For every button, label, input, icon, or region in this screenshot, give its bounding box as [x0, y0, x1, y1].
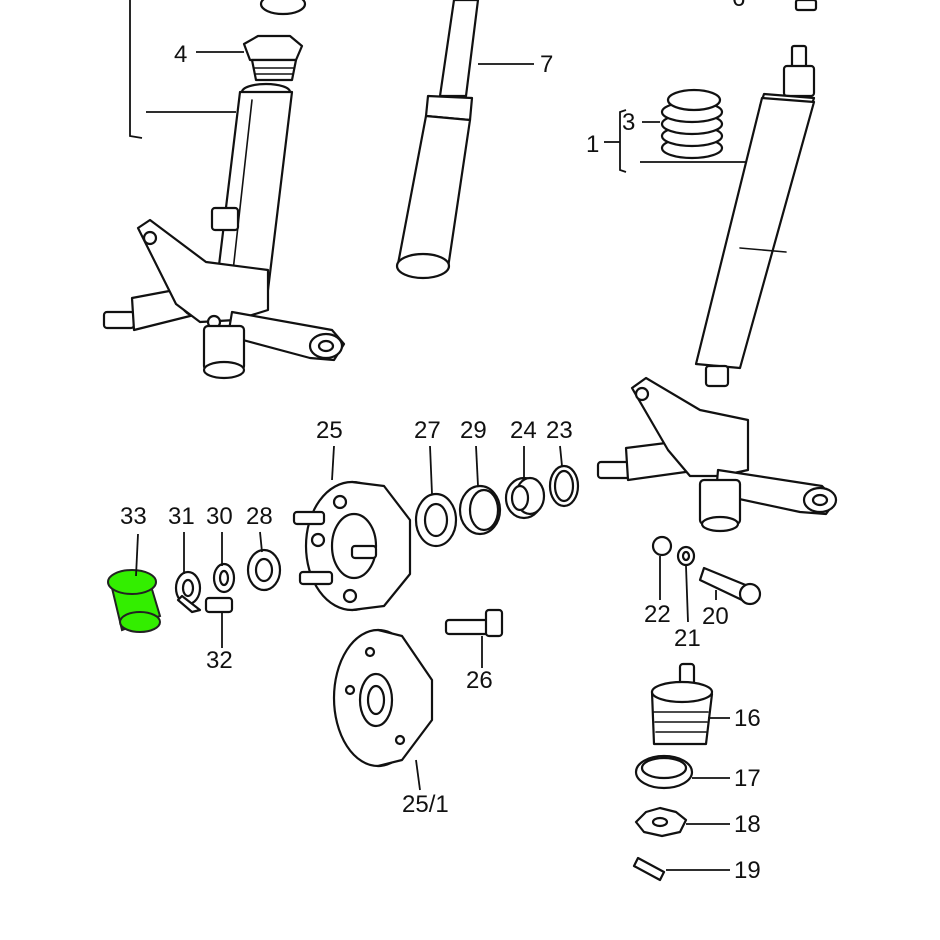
part-25-1-brake-disc[interactable] — [332, 628, 434, 768]
part-4-top-nut[interactable] — [242, 34, 304, 82]
callout-4: 4 — [174, 41, 187, 68]
right-strut-assembly — [596, 0, 838, 533]
part-25-hub[interactable] — [292, 480, 412, 612]
callout-25: 25 — [316, 417, 343, 444]
part-33-grease-cap[interactable] — [107, 569, 162, 633]
left-strut-assembly — [102, 0, 346, 380]
part-16-ball-joint[interactable] — [650, 662, 714, 746]
part-29-ring[interactable] — [458, 484, 502, 536]
leader-lines — [135, 445, 730, 871]
callout-3: 3 — [622, 109, 635, 136]
part-32-screw[interactable] — [204, 596, 234, 614]
part-26-bolt[interactable] — [444, 608, 504, 638]
callout-29: 29 — [460, 417, 487, 444]
part-28-bearing[interactable] — [246, 548, 282, 592]
part-23-ring[interactable] — [548, 464, 580, 508]
part-21-washer[interactable] — [676, 545, 696, 567]
callout-27: 27 — [414, 417, 441, 444]
part-18-lock-washer[interactable] — [634, 806, 688, 838]
callout-28: 28 — [246, 503, 273, 530]
callout-32: 32 — [206, 647, 233, 674]
callout-17: 17 — [734, 765, 761, 792]
callout-33: 33 — [120, 503, 147, 530]
part-7-damper[interactable] — [395, 0, 534, 280]
callout-labels: 1 3 4 6 7 16 17 18 19 20 21 22 23 24 25 … — [120, 0, 761, 884]
callout-25-1: 25/1 — [402, 791, 449, 818]
callout-20: 20 — [702, 603, 729, 630]
part-30-washer[interactable] — [212, 562, 236, 594]
callout-1: 1 — [586, 131, 599, 158]
part-24-sleeve[interactable] — [504, 476, 546, 520]
callout-21: 21 — [674, 625, 701, 652]
part-22-nut[interactable] — [651, 535, 673, 557]
part-19-pin[interactable] — [632, 856, 666, 882]
part-31-nut[interactable] — [174, 570, 202, 614]
part-20-pin[interactable] — [698, 566, 762, 606]
callout-26: 26 — [466, 667, 493, 694]
callout-31: 31 — [168, 503, 195, 530]
callout-23: 23 — [546, 417, 573, 444]
callout-19: 19 — [734, 857, 761, 884]
callout-18: 18 — [734, 811, 761, 838]
part-17-ring-nut[interactable] — [634, 754, 694, 790]
callout-7: 7 — [540, 51, 553, 78]
part-27-bearing[interactable] — [414, 492, 458, 548]
callout-22: 22 — [644, 601, 671, 628]
callout-16: 16 — [734, 705, 761, 732]
callout-6: 6 — [732, 0, 745, 12]
callout-24: 24 — [510, 417, 537, 444]
part-3-bump-stop[interactable] — [660, 88, 724, 160]
callout-30: 30 — [206, 503, 233, 530]
